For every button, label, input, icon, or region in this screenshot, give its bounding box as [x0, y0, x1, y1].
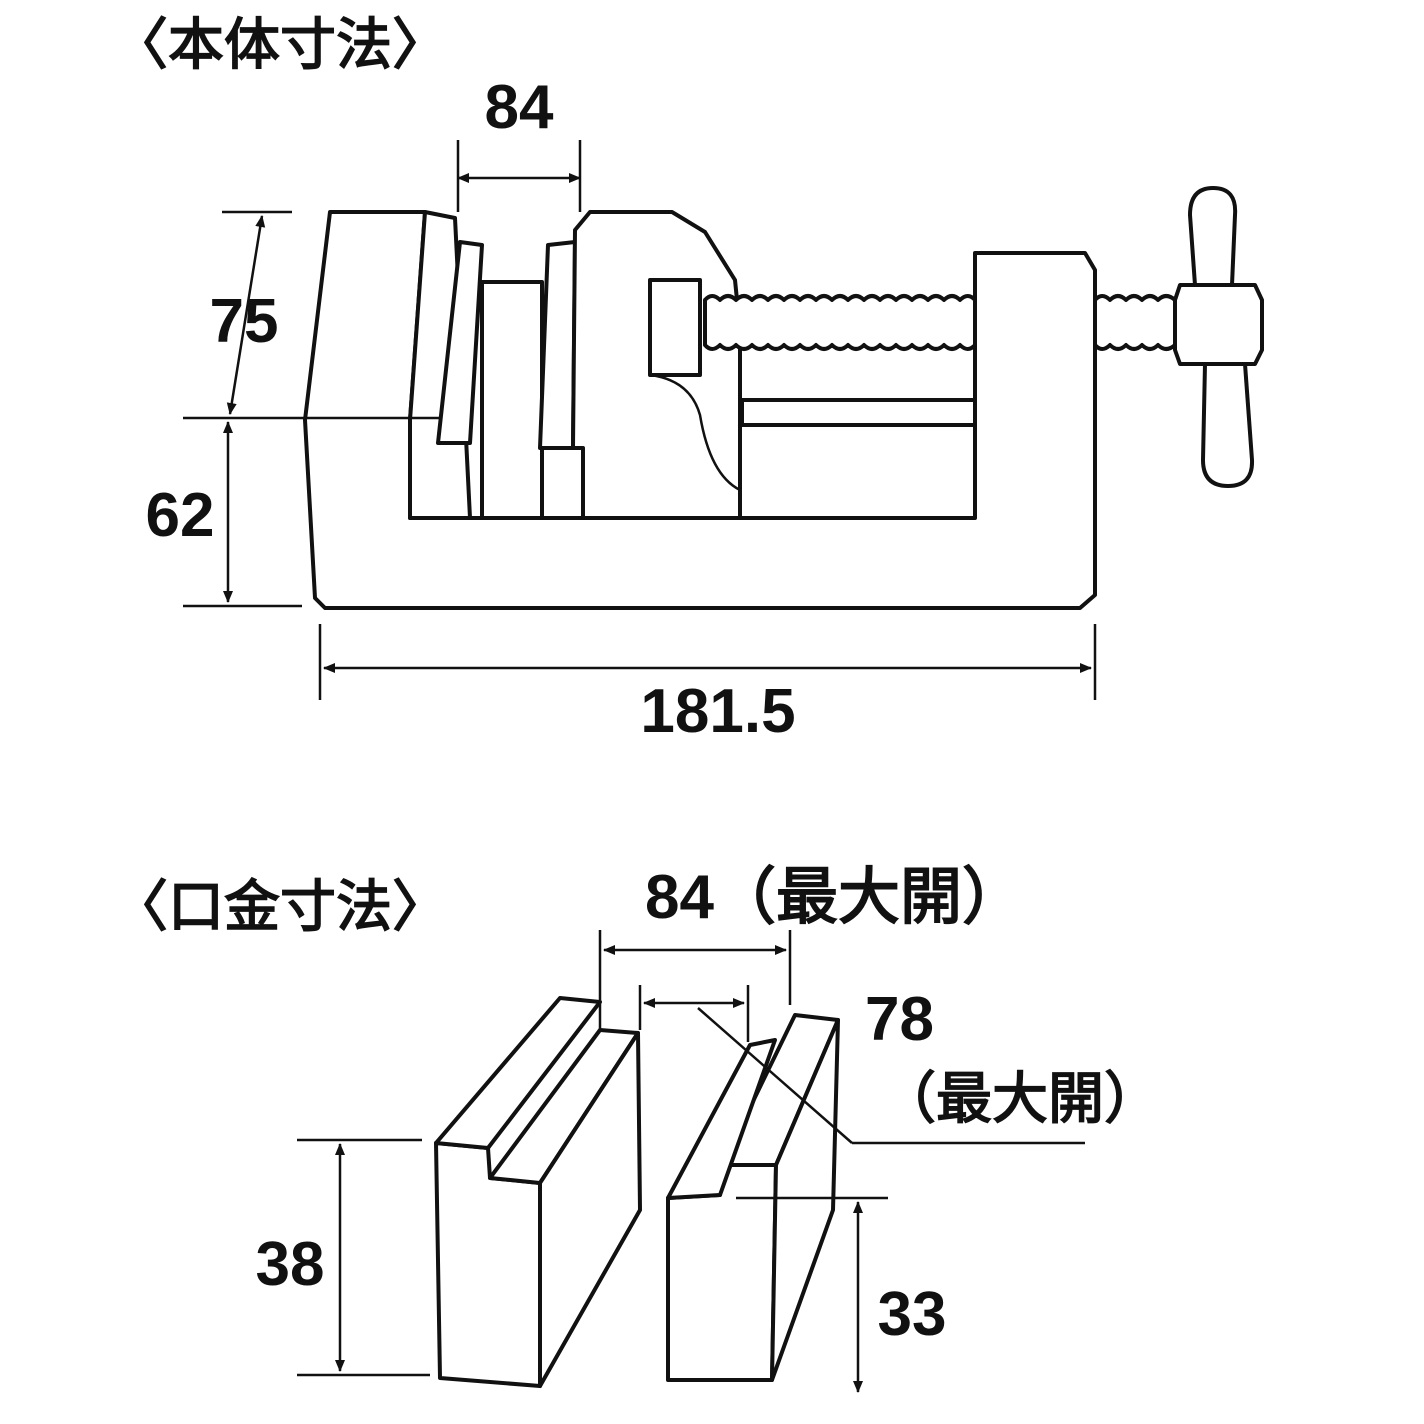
length-label: 181.5 — [640, 677, 795, 746]
jaw-dimensions-title: 〈口金寸法〉 — [112, 875, 448, 940]
right-jaw-side — [770, 1018, 840, 1382]
max-opening-label: 84（最大開） — [645, 862, 1024, 932]
dim-right-jaw-height: 33 — [736, 1196, 947, 1393]
dim-inner-opening: 78 （最大開） — [638, 985, 1160, 1145]
body-dimensions-title: 〈本体寸法〉 — [112, 13, 448, 78]
height-lower-label: 62 — [146, 481, 215, 550]
lead-screw — [703, 294, 977, 351]
left-jaw-side — [538, 1031, 642, 1388]
left-jaw-height-label: 38 — [256, 1230, 325, 1299]
inner-opening-value: 78 — [865, 985, 934, 1054]
handle-hub — [1173, 283, 1264, 366]
inner-opening-note: （最大開） — [880, 1067, 1160, 1132]
right-jaw-height-label: 33 — [878, 1280, 947, 1349]
movable-jaw-plate — [538, 240, 577, 450]
fixed-jaw-plate — [436, 240, 484, 445]
jaw-opening-label: 84 — [485, 73, 554, 142]
dim-max-opening: 84（最大開） — [598, 862, 1024, 1005]
lead-screw-outer — [1093, 294, 1177, 351]
height-upper-label: 75 — [210, 287, 279, 356]
left-jaw-plate — [434, 996, 642, 1388]
center-block — [480, 280, 544, 520]
dim-jaw-opening: 84 — [456, 73, 582, 212]
guide-rail — [740, 398, 977, 427]
dim-left-jaw-height: 38 — [256, 1138, 430, 1377]
right-jaw-plate — [666, 1013, 840, 1382]
dim-height-upper: 75 — [183, 210, 440, 420]
vise-body-drawing — [303, 186, 1264, 610]
movable-jaw-slot — [648, 278, 702, 377]
right-jaw-step — [666, 1038, 777, 1200]
dim-length: 181.5 — [318, 624, 1097, 746]
handle-bar-bottom — [1201, 362, 1255, 488]
handle-bar-top — [1188, 186, 1238, 287]
dim-height-lower: 62 — [146, 421, 302, 608]
movable-jaw-curve — [649, 373, 741, 492]
